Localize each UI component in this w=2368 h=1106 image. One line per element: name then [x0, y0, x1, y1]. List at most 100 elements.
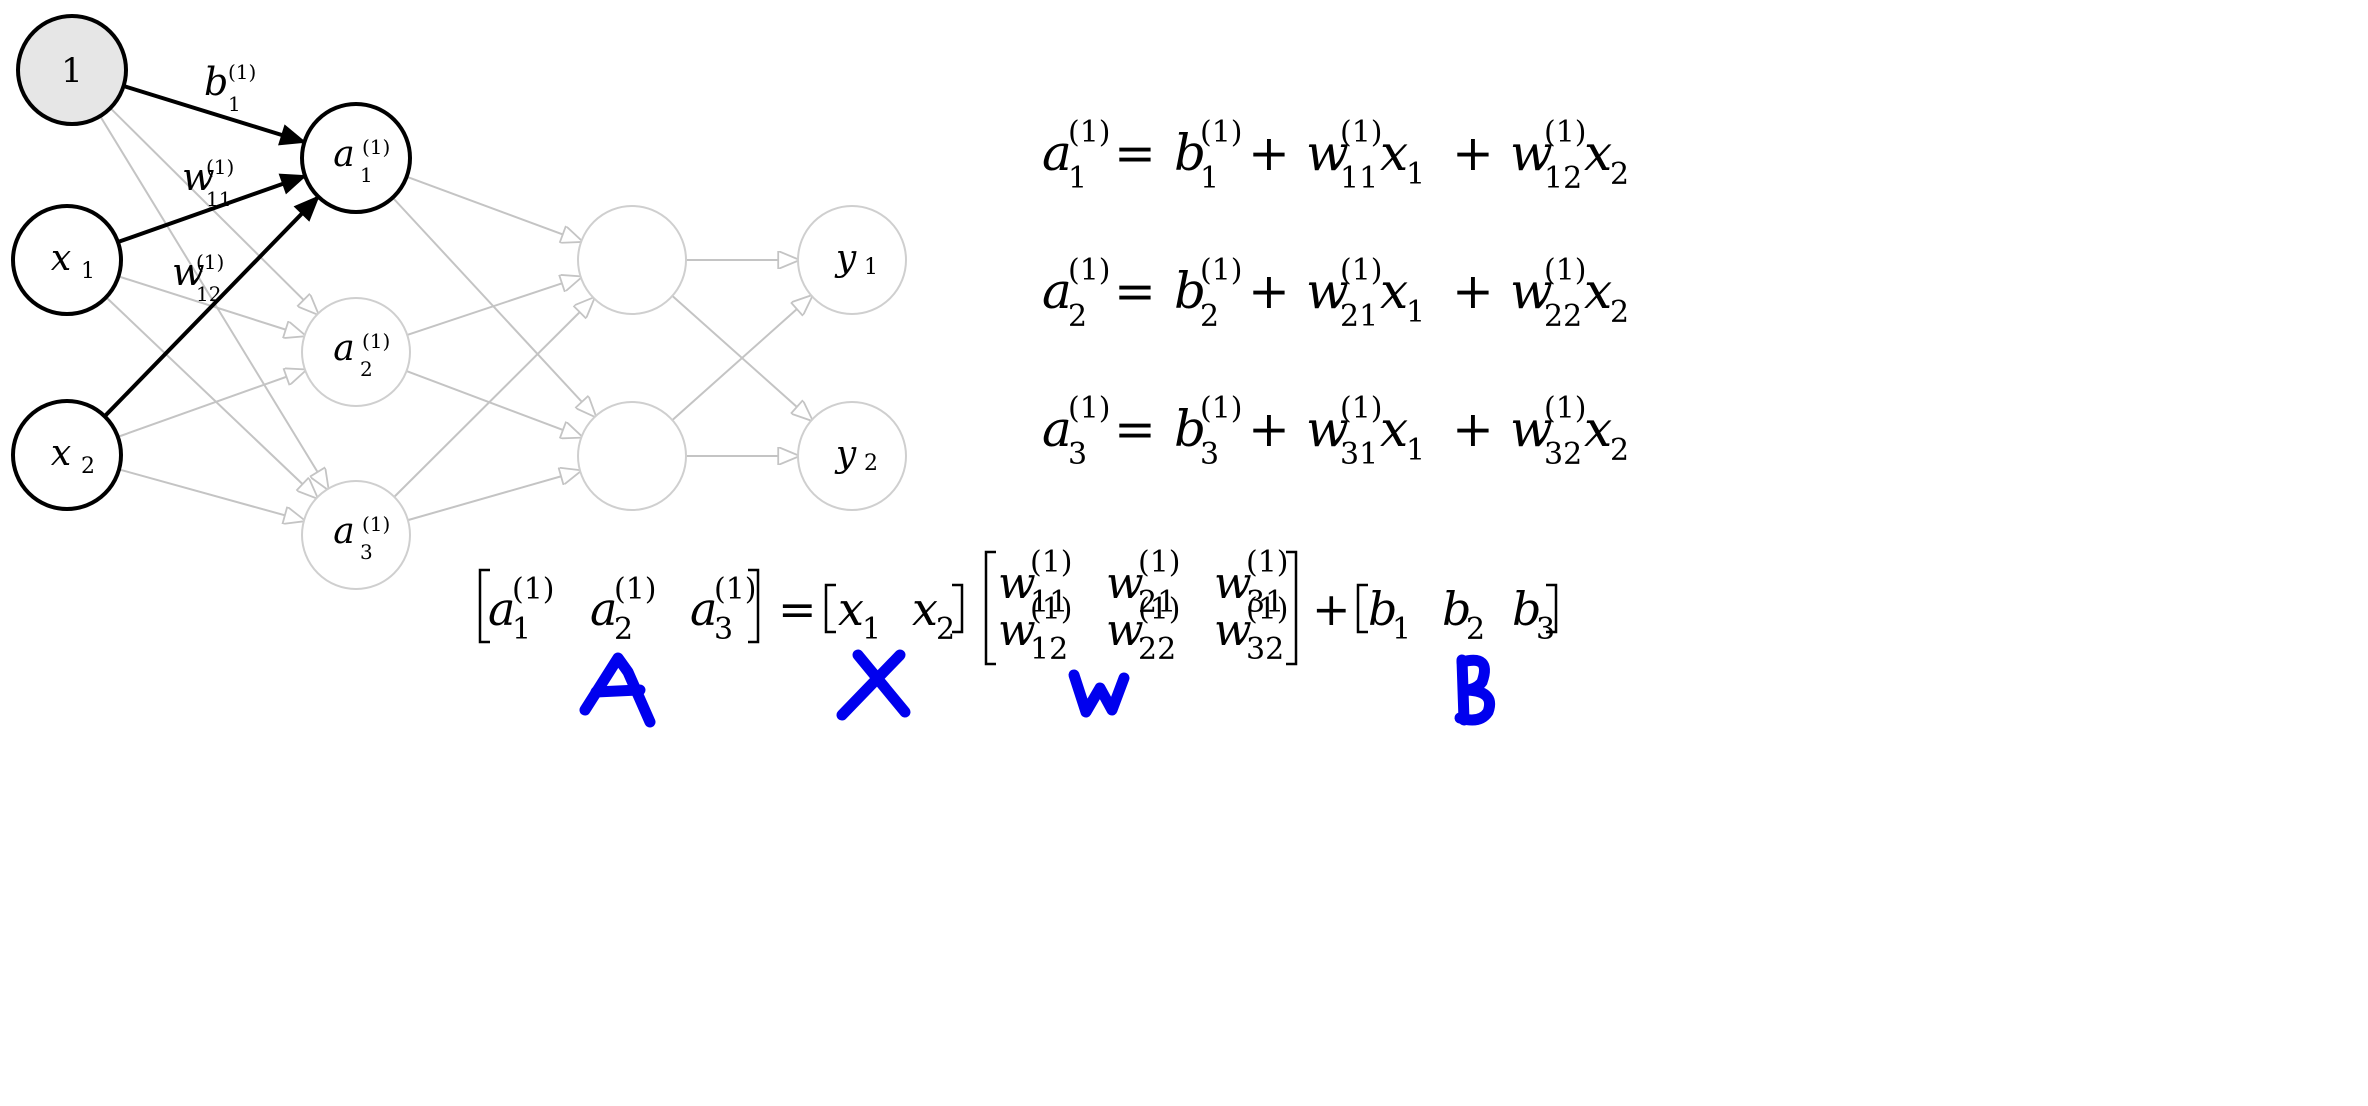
- node-a1: [300, 102, 412, 214]
- eq3-w1-base: w: [1306, 400, 1349, 458]
- node-label-bias: 1: [61, 51, 83, 91]
- eq1-w1-sub: 11: [1340, 161, 1378, 196]
- matA-2-sub: 2: [614, 612, 633, 647]
- eq3-b-base: b: [1174, 400, 1206, 458]
- eq3-b-sub: 3: [1200, 437, 1219, 472]
- eq3-a-base: a: [1042, 400, 1072, 458]
- eq1-x2-sub: 2: [1610, 157, 1629, 192]
- edge-w12-label: w: [172, 250, 205, 294]
- eq1-w2-sub: 12: [1544, 161, 1582, 196]
- matW-top-2-sup: (1): [1138, 545, 1181, 580]
- bracket-X-left: [824, 583, 836, 634]
- matB-2-sub: 2: [1466, 612, 1485, 647]
- matA-1-sup: (1): [512, 572, 555, 607]
- bracket-A-left: [478, 568, 490, 644]
- matX-1-sub: 1: [862, 612, 881, 647]
- handwritten-X-stroke2: [836, 649, 906, 721]
- matW-bottom-1-sup: (1): [1030, 592, 1073, 627]
- matW-top-1-base: w: [998, 558, 1036, 609]
- edge-a2-h2: [406, 370, 582, 437]
- node-bias: [16, 14, 128, 126]
- matB-3-sub: 3: [1536, 612, 1555, 647]
- eq2-b-sup: (1): [1200, 253, 1243, 288]
- matW-bottom-3-sup: (1): [1246, 592, 1289, 627]
- eq1-b-base: b: [1174, 124, 1206, 182]
- bracket-W-left: [984, 550, 996, 666]
- eq3-equals: =: [1114, 400, 1156, 458]
- bracket-X-right: [952, 583, 964, 634]
- eq1-b-sup: (1): [1200, 115, 1243, 150]
- handwritten-annotations: [579, 649, 1495, 728]
- node-y1: [797, 205, 907, 315]
- edge-b1-label: b: [204, 60, 228, 104]
- node-sub-a1: 1: [360, 163, 373, 187]
- edge-a2-h1: [406, 277, 581, 336]
- bracket-B-right: [1546, 583, 1558, 634]
- matA-3-sup: (1): [714, 572, 757, 607]
- eq3-x2: x: [1584, 400, 1612, 458]
- eq2-w1-base: w: [1306, 262, 1349, 320]
- matA-3-base: a: [690, 582, 717, 636]
- eq3-plus2: +: [1452, 400, 1494, 458]
- eq2-a-sub: 2: [1068, 299, 1087, 334]
- eq2-plus2: +: [1452, 262, 1494, 320]
- matB-2-base: b: [1442, 582, 1471, 636]
- node-sub-x2: 2: [81, 454, 95, 479]
- eq1-x1-sub: 1: [1406, 157, 1425, 192]
- edge-h2-y1: [671, 296, 811, 421]
- edge-x1-a3: [105, 296, 317, 498]
- eq2-x1: x: [1380, 262, 1408, 320]
- eq2-equals: =: [1114, 262, 1156, 320]
- node-sup-a3: (1): [362, 512, 390, 536]
- eq3-w2-sup: (1): [1544, 391, 1587, 426]
- eq1-plus2: +: [1452, 124, 1494, 182]
- node-label-x1: x: [51, 238, 71, 279]
- eq1-w2-base: w: [1510, 124, 1553, 182]
- eq2-w2-sub: 22: [1544, 299, 1582, 334]
- node-a2: [301, 297, 411, 407]
- matX-1-base: x: [838, 582, 864, 636]
- eq3-plus1: +: [1248, 400, 1290, 458]
- edge-bias-a2: [109, 107, 317, 314]
- matW-top-3-sup: (1): [1246, 545, 1289, 580]
- eq2-x1-sub: 1: [1406, 295, 1425, 330]
- matB-1-base: b: [1368, 582, 1397, 636]
- eq2-w1-sub: 21: [1340, 299, 1378, 334]
- eq2-w2-sup: (1): [1544, 253, 1587, 288]
- eq2-b-base: b: [1174, 262, 1206, 320]
- matA-1-base: a: [488, 582, 515, 636]
- node-sub-a3: 3: [360, 540, 373, 564]
- edge-b1-sup: (1): [228, 60, 256, 84]
- handwritten-B-stroke2: [1454, 654, 1495, 726]
- network-edges: [99, 84, 812, 521]
- eq3-x1-sub: 1: [1406, 433, 1425, 468]
- eq3-x2-sub: 2: [1610, 433, 1629, 468]
- eq3-a-sub: 3: [1068, 437, 1087, 472]
- eq2-a-base: a: [1042, 262, 1072, 320]
- node-label-a2: a: [333, 328, 354, 369]
- node-sub-a2: 2: [360, 357, 373, 381]
- bracket-B-left: [1356, 583, 1368, 634]
- eq1-a-base: a: [1042, 124, 1072, 182]
- edge-w11-sup: (1): [206, 155, 234, 179]
- eq1-a-sub: 1: [1068, 161, 1087, 196]
- edge-a3-h1: [393, 298, 593, 498]
- eq1-b-sub: 1: [1200, 161, 1219, 196]
- node-x2: [11, 399, 123, 511]
- matA-1-sub: 1: [512, 612, 531, 647]
- edge-x2-a1: [103, 195, 320, 418]
- matW-bottom-1-sub: 12: [1030, 632, 1068, 667]
- node-h2: [577, 401, 687, 511]
- handwritten-A-stroke1: [579, 652, 656, 728]
- eq3-b-sup: (1): [1200, 391, 1243, 426]
- node-label-x2: x: [51, 433, 71, 474]
- node-sup-a2: (1): [362, 329, 390, 353]
- eq2-x2-sub: 2: [1610, 295, 1629, 330]
- edge-x2-a2: [117, 370, 305, 438]
- node-y2: [797, 401, 907, 511]
- eq1-x2: x: [1584, 124, 1612, 182]
